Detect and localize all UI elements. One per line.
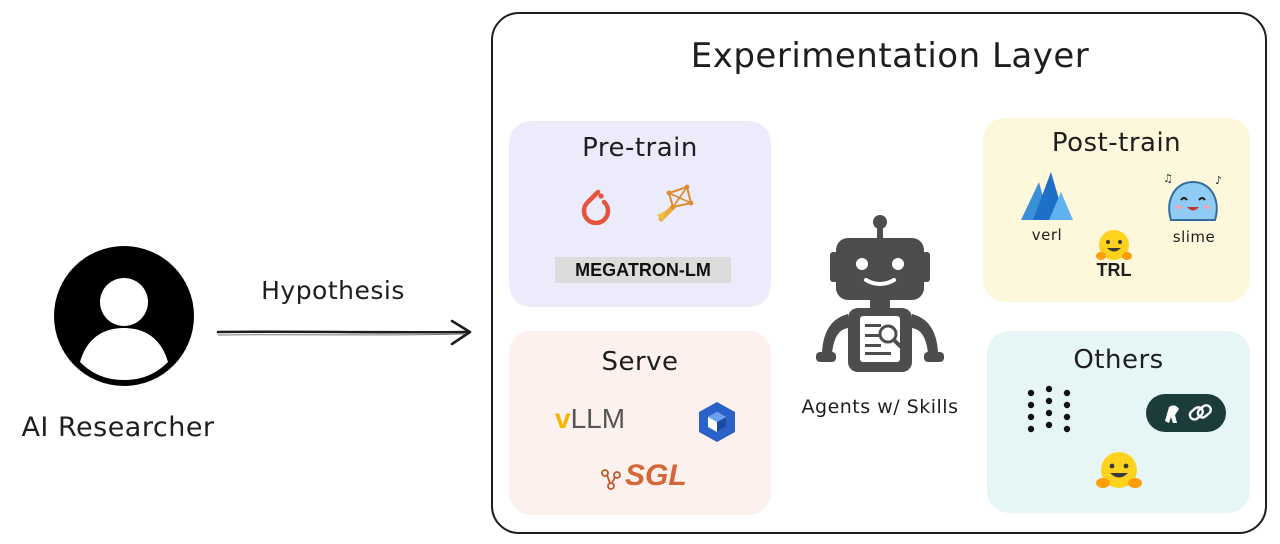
posttrain-title: Post-train [1051,128,1182,158]
serve-panel: Serve vLLM SGL [509,331,771,515]
sglang-logo: SGL [625,459,687,492]
experimentation-layer-frame [491,12,1267,534]
verl-mountain-icon [1019,170,1075,222]
verl-label: verl [1031,226,1063,244]
pytorch-icon [575,185,615,225]
hugging-face-hug-icon [1095,449,1143,493]
vllm-logo-v: v [555,403,571,434]
lightning-network-icon [651,181,697,227]
dot-grid-icon [1025,385,1081,437]
vllm-logo-text: LLM [570,403,626,434]
serve-title: Serve [601,347,679,377]
pretrain-panel: Pre-train MEGATRON-LM [509,121,771,307]
others-title: Others [1073,345,1164,375]
others-panel: Others [987,331,1250,513]
agent-label: Agents w/ Skills [801,396,959,418]
hypothesis-arrow [214,318,476,348]
parrot-chain-icon [1145,393,1227,433]
hugging-face-icon [1095,228,1133,264]
svg-text:♫: ♫ [1163,172,1173,185]
arrow-label: Hypothesis [261,276,405,305]
pretrain-title: Pre-train [582,133,698,163]
slime-mascot-icon: ♫ ♪ [1161,170,1227,226]
researcher-avatar-icon [52,244,196,388]
megatron-logo: MEGATRON-LM [555,257,731,283]
trl-label: TRL [1096,260,1132,280]
layer-title: Experimentation Layer [690,36,1090,76]
sglang-network-icon [599,467,623,491]
vllm-logo: vLLM [555,403,625,435]
slime-label: slime [1172,228,1216,246]
researcher-label: AI Researcher [21,412,215,443]
posttrain-panel: Post-train verl TRL ♫ ♪ slime [983,118,1250,302]
agent-robot-icon [810,212,950,382]
svg-text:♪: ♪ [1215,174,1222,187]
cube-hexagon-icon [695,399,739,445]
